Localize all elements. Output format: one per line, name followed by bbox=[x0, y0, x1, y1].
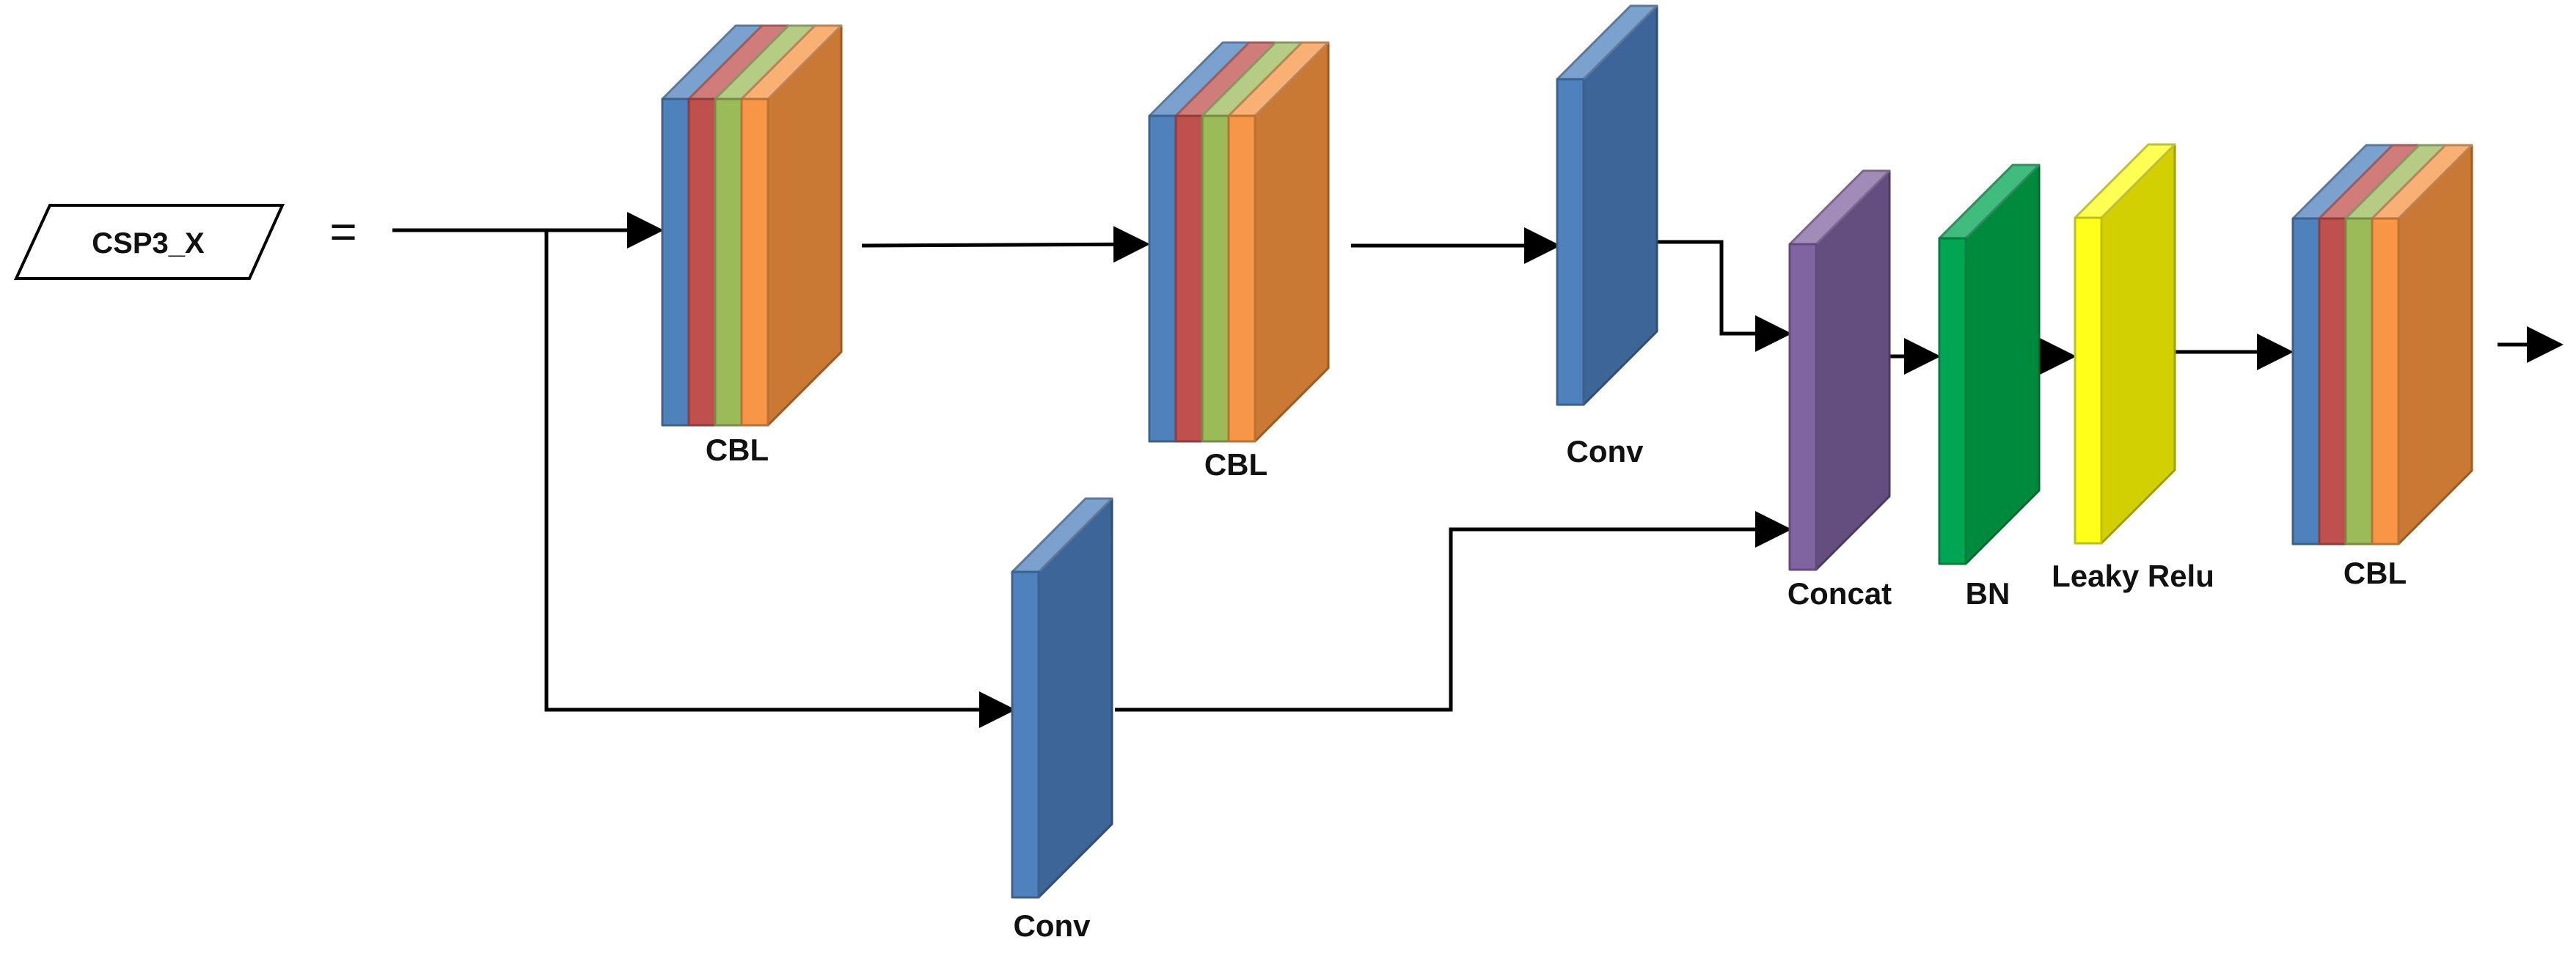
concat-block-front bbox=[1788, 243, 1818, 571]
arrow-conv-top-to-concat bbox=[1654, 240, 1792, 352]
arrow-conv-bottom-to-concat bbox=[1115, 511, 1792, 712]
cbl-block-1 bbox=[661, 24, 843, 427]
cbl-block-1-orange-layer-front bbox=[740, 98, 769, 427]
cbl-block-out-bn-layer-front bbox=[2318, 217, 2347, 545]
conv-block-bottom bbox=[1011, 497, 1113, 899]
cbl-block-2-leaky-layer-front bbox=[1201, 114, 1230, 443]
arrow-cbl1-to-cbl2 bbox=[861, 226, 1150, 263]
leaky-relu-label: Leaky Relu bbox=[2052, 559, 2214, 593]
cbl-out-label: CBL bbox=[2343, 556, 2407, 590]
concat-label: Concat bbox=[1788, 576, 1892, 611]
connectors bbox=[392, 212, 2564, 728]
cbl-block-out-conv-layer-front bbox=[2291, 217, 2321, 545]
cbl-block-2-bn-layer-front bbox=[1174, 114, 1204, 443]
csp3-x-label: CSP3_X bbox=[92, 227, 205, 260]
conv-block-top-front bbox=[1556, 78, 1585, 406]
equals-sign: = bbox=[329, 205, 356, 258]
cbl-block-2-orange-layer-front bbox=[1227, 114, 1256, 443]
cbl-block-out-orange-layer bbox=[2371, 144, 2473, 545]
cbl-2-label: CBL bbox=[1204, 447, 1267, 482]
cbl-block-2 bbox=[1148, 41, 1330, 443]
leaky-relu-block bbox=[2074, 143, 2176, 545]
conv-block-bottom-front bbox=[1011, 570, 1040, 899]
cbl-block-1-leaky-layer-front bbox=[714, 98, 743, 427]
cbl-block-out-orange-layer-front bbox=[2371, 217, 2400, 545]
blocks-layer bbox=[661, 4, 2473, 899]
leaky-relu-block-front bbox=[2074, 216, 2103, 545]
conv-top-label: Conv bbox=[1567, 434, 1644, 469]
cbl-block-2-conv-layer-front bbox=[1148, 114, 1177, 443]
cbl-block-out-leaky-layer-front bbox=[2344, 217, 2374, 545]
cbl-1-label: CBL bbox=[706, 433, 769, 467]
bn-block-front bbox=[1938, 237, 1967, 565]
cbl-block-1-conv-layer-front bbox=[661, 98, 690, 427]
bn-block bbox=[1938, 163, 2041, 565]
cbl-block-1-orange-layer bbox=[740, 24, 843, 427]
csp3-x-label-shape: CSP3_X bbox=[13, 204, 285, 280]
bn-label: BN bbox=[1966, 576, 2010, 611]
concat-block bbox=[1788, 169, 1891, 571]
conv-bottom-label: Conv bbox=[1014, 908, 1091, 943]
cbl-block-out bbox=[2291, 144, 2473, 545]
cbl-block-2-orange-layer bbox=[1227, 41, 1330, 443]
cbl-block-1-bn-layer-front bbox=[687, 98, 717, 427]
conv-block-top bbox=[1556, 4, 1658, 406]
arrow-branch-to-conv-bottom bbox=[544, 230, 1016, 728]
